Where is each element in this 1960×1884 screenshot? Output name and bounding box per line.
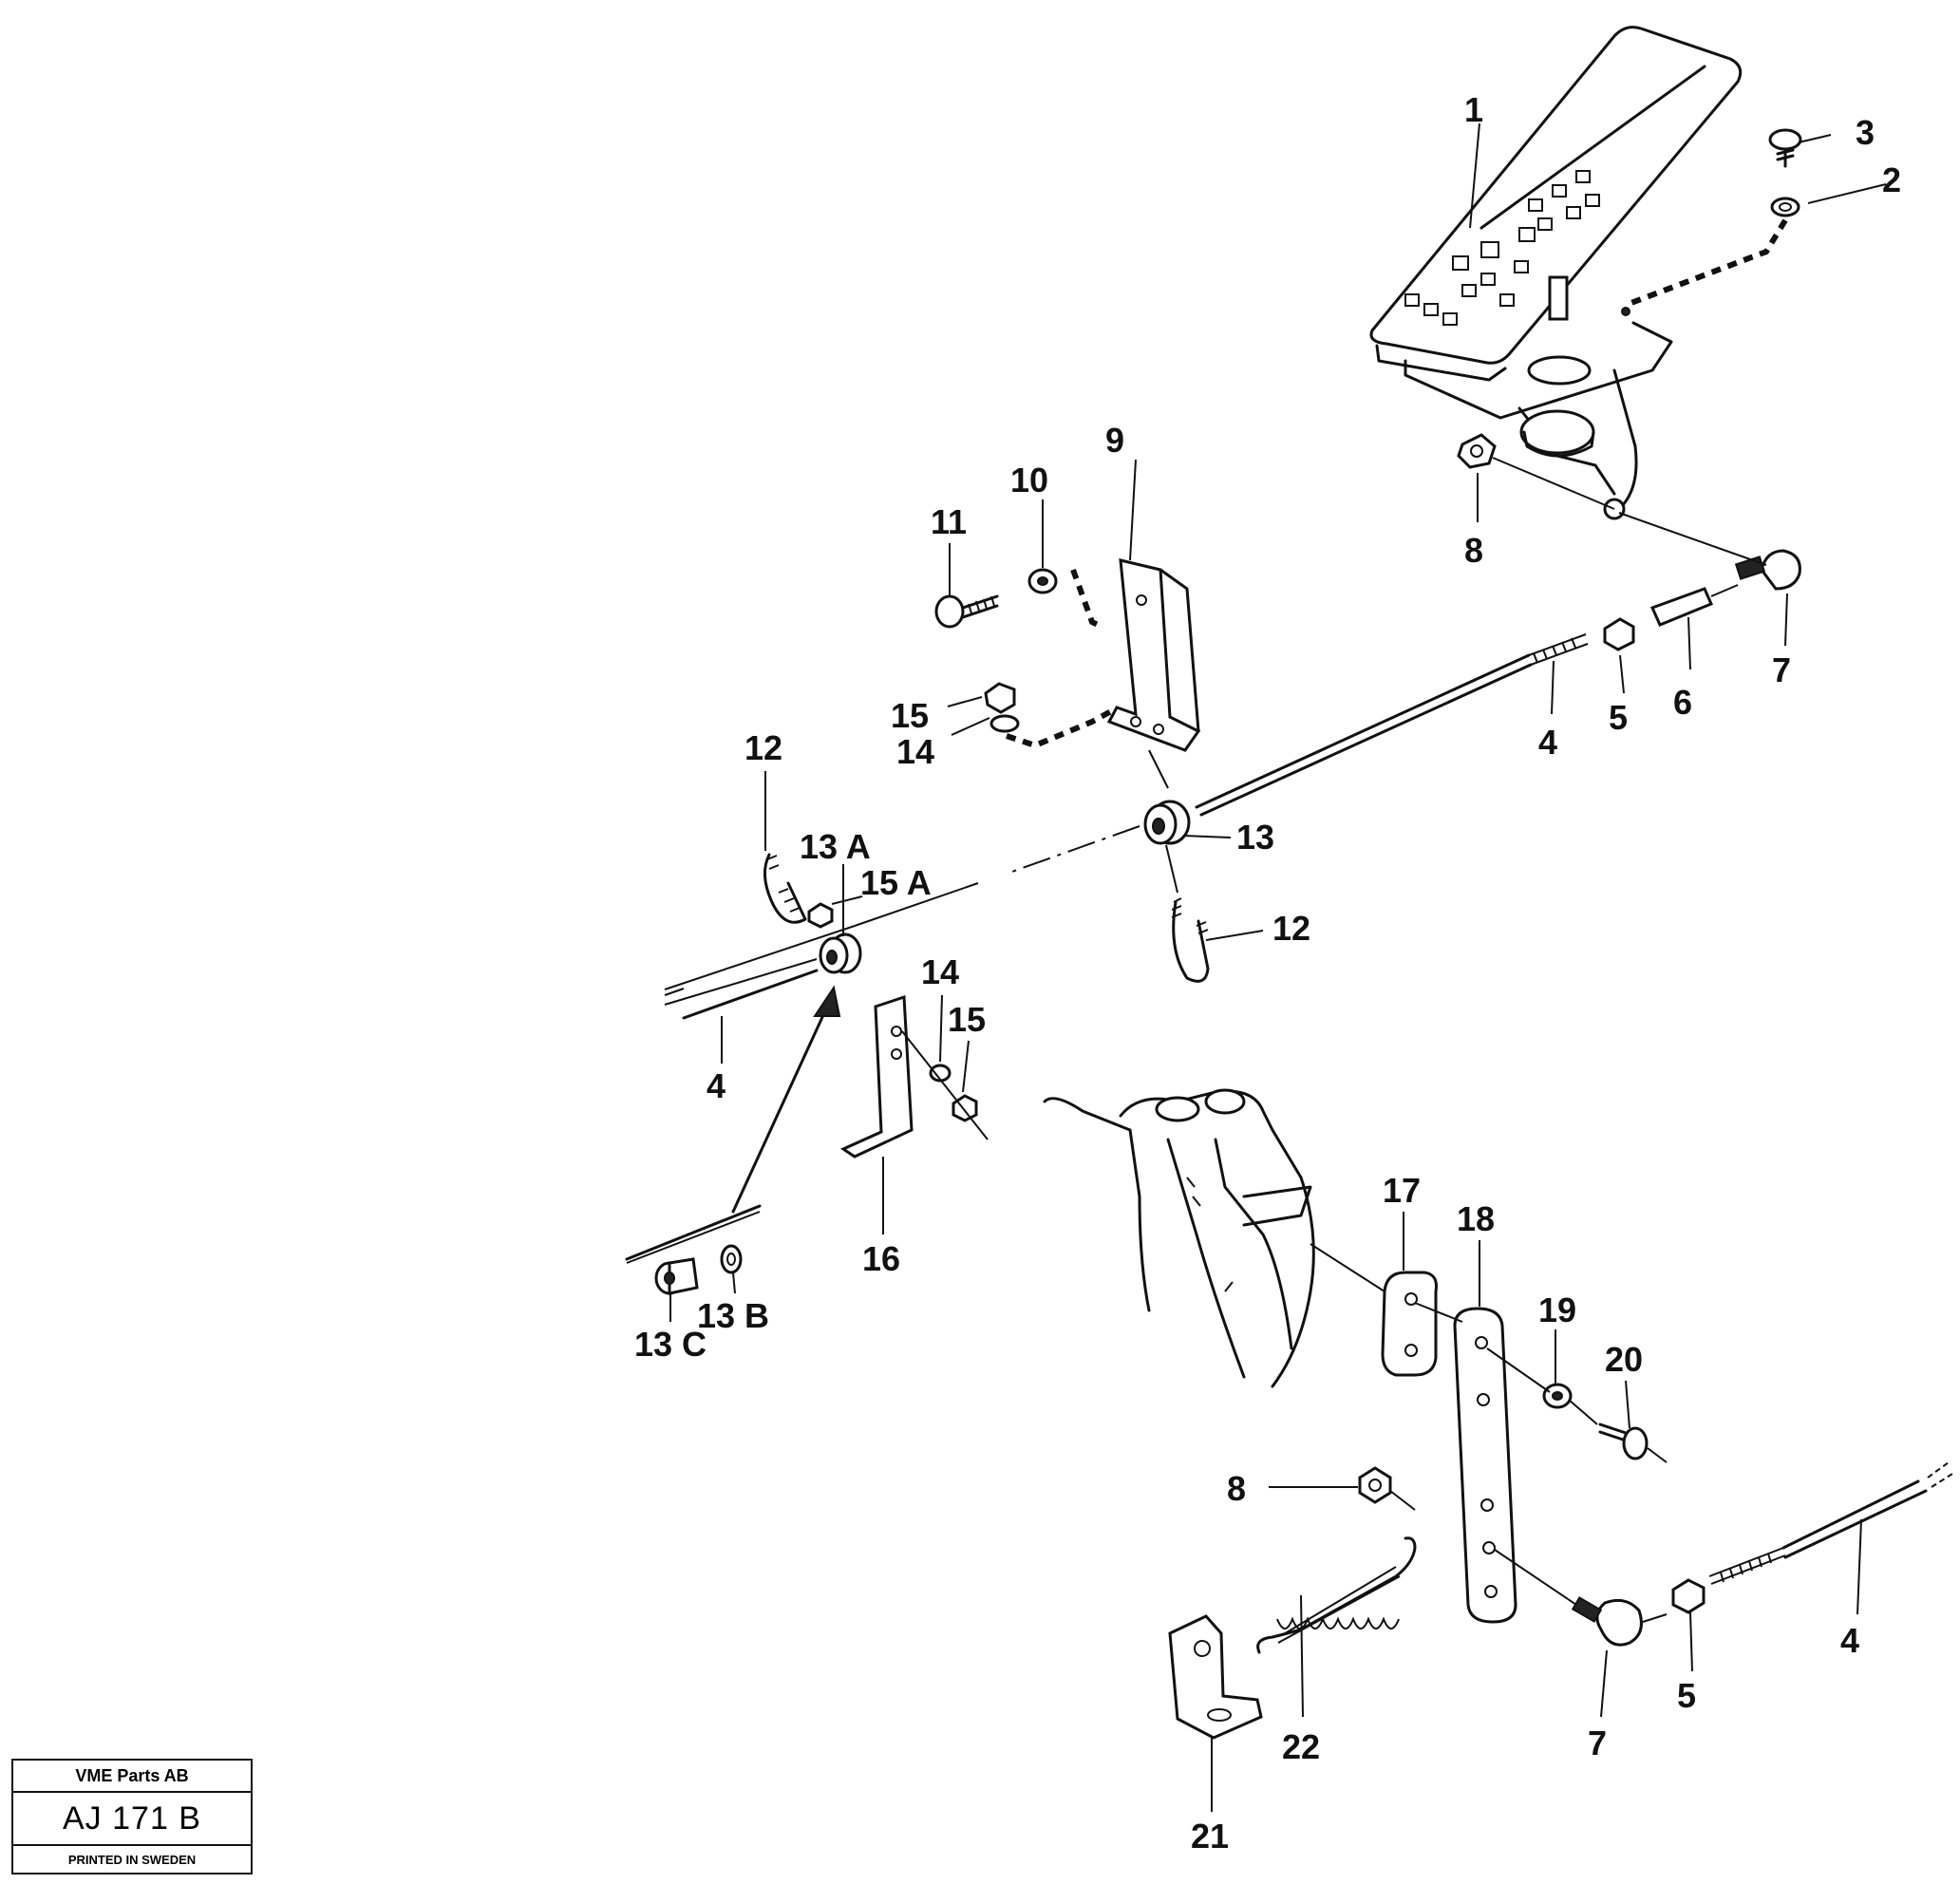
spring-part-22	[1256, 1536, 1417, 1654]
callout-2: 2	[1882, 160, 1901, 199]
ball-joint-part-7-lower	[1571, 1596, 1643, 1647]
nut-part-8-upper	[1457, 433, 1497, 469]
callout-6: 6	[1673, 683, 1692, 722]
assembly-arrow	[731, 985, 841, 1214]
screw-part-3	[1768, 128, 1802, 168]
ball-joint-part-7-upper	[1734, 549, 1801, 591]
callout-5-lower: 5	[1677, 1676, 1696, 1715]
nut-part-5-lower	[1671, 1578, 1706, 1614]
washer-part-2	[1770, 197, 1800, 217]
bracket-part-21	[1168, 1614, 1263, 1740]
rod-part-4-upper	[1195, 633, 1589, 817]
nut-part-15-upper	[984, 682, 1016, 714]
callout-4-lower: 4	[1840, 1621, 1859, 1660]
callout-7-lower: 7	[1588, 1724, 1607, 1762]
callout-3: 3	[1856, 113, 1875, 152]
nut-part-15A	[807, 902, 834, 929]
callout-1: 1	[1464, 90, 1483, 129]
callout-labels: 1 2 3 4 4 4 5 5 6 7 7 8 8 9 10 11 12 12 …	[634, 90, 1901, 1856]
bracket-part-9	[1106, 558, 1201, 752]
injection-pump-body	[1043, 1088, 1315, 1388]
callout-10: 10	[1010, 461, 1048, 499]
rod-part-4-lower	[1708, 1461, 1953, 1585]
callout-11: 11	[931, 502, 967, 541]
callout-18: 18	[1457, 1199, 1495, 1238]
lever-part-18	[1453, 1307, 1517, 1624]
washer-part-14-upper	[989, 714, 1020, 733]
callout-15-lower: 15	[948, 1000, 986, 1039]
callout-12-left: 12	[744, 728, 782, 767]
link-part-17	[1381, 1271, 1438, 1377]
callout-13C: 13 C	[634, 1325, 707, 1364]
callout-19: 19	[1538, 1291, 1576, 1329]
bushing-part-13C	[654, 1257, 699, 1295]
accelerator-pedal	[1369, 26, 1743, 520]
callout-15A: 15 A	[860, 863, 932, 902]
callout-5-upper: 5	[1609, 698, 1628, 737]
title-block: VME Parts AB AJ 171 B PRINTED IN SWEDEN	[11, 1759, 253, 1875]
washer-part-19	[1542, 1383, 1573, 1409]
callout-4-upper: 4	[1538, 723, 1557, 762]
screw-part-20	[1598, 1422, 1649, 1460]
grommet-part-13	[1143, 800, 1191, 845]
leader-lines	[669, 122, 1887, 1812]
callout-8-lower: 8	[1227, 1469, 1246, 1508]
bracket-part-16	[839, 994, 914, 1159]
clip-part-12-left	[763, 853, 807, 924]
washer-part-13B	[720, 1244, 743, 1274]
rod-part-4-left	[664, 958, 819, 1020]
adjuster-sleeve-part-6	[1649, 584, 1739, 627]
nut-part-5-upper	[1603, 617, 1635, 651]
callout-20: 20	[1605, 1340, 1643, 1379]
callout-14-lower: 14	[921, 952, 959, 991]
callout-13A: 13 A	[800, 827, 871, 866]
clip-part-12-center	[1171, 897, 1210, 983]
callout-9: 9	[1105, 421, 1124, 460]
nut-part-8-lower	[1358, 1466, 1392, 1504]
callout-13B: 13 B	[697, 1296, 769, 1335]
callout-12-center: 12	[1272, 909, 1310, 948]
callout-15-upper: 15	[891, 696, 929, 735]
callout-22: 22	[1282, 1727, 1320, 1766]
grommet-part-13A	[819, 933, 862, 974]
drawing-code: AJ 171 B	[13, 1793, 251, 1846]
callout-16: 16	[862, 1239, 900, 1278]
printed-note: PRINTED IN SWEDEN	[67, 1852, 197, 1867]
callout-4-left: 4	[707, 1066, 726, 1105]
callout-13: 13	[1236, 818, 1274, 857]
callout-7-upper: 7	[1772, 650, 1791, 689]
callout-17: 17	[1383, 1171, 1421, 1210]
callout-8-upper: 8	[1464, 531, 1483, 570]
washer-part-10	[1027, 568, 1058, 594]
company-name: VME Parts AB	[13, 1761, 251, 1793]
bolt-part-11	[934, 594, 999, 629]
callout-21: 21	[1191, 1817, 1229, 1856]
callout-14-upper: 14	[896, 732, 934, 771]
